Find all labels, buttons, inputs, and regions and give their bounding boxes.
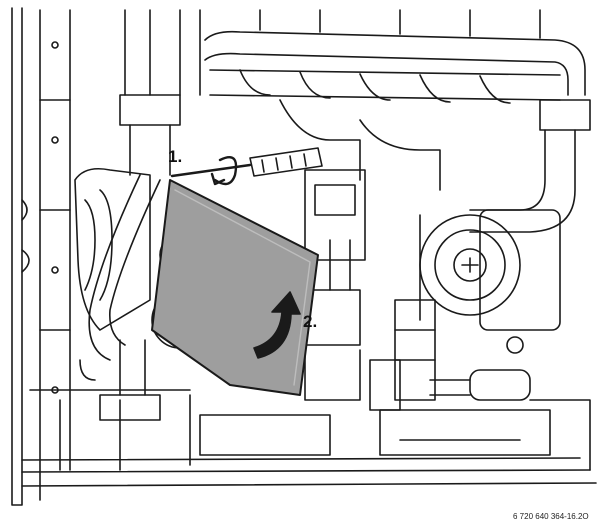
left-casing xyxy=(11,7,71,506)
bottom-frame xyxy=(21,389,597,487)
step-label-2: 2. xyxy=(303,312,317,331)
screwdriver-icon xyxy=(170,147,323,178)
rotate-arrow-icon xyxy=(210,155,238,186)
step-label-1: 1. xyxy=(168,147,182,166)
heat-exchanger-plate xyxy=(151,179,319,396)
top-pipes xyxy=(119,9,591,233)
circulation-pump xyxy=(419,209,561,331)
left-pipe xyxy=(79,174,161,381)
heat-exchanger-frame xyxy=(74,167,151,331)
document-number: 6 720 640 364-16.2O xyxy=(513,512,589,521)
pull-arrow-icon xyxy=(253,291,301,359)
